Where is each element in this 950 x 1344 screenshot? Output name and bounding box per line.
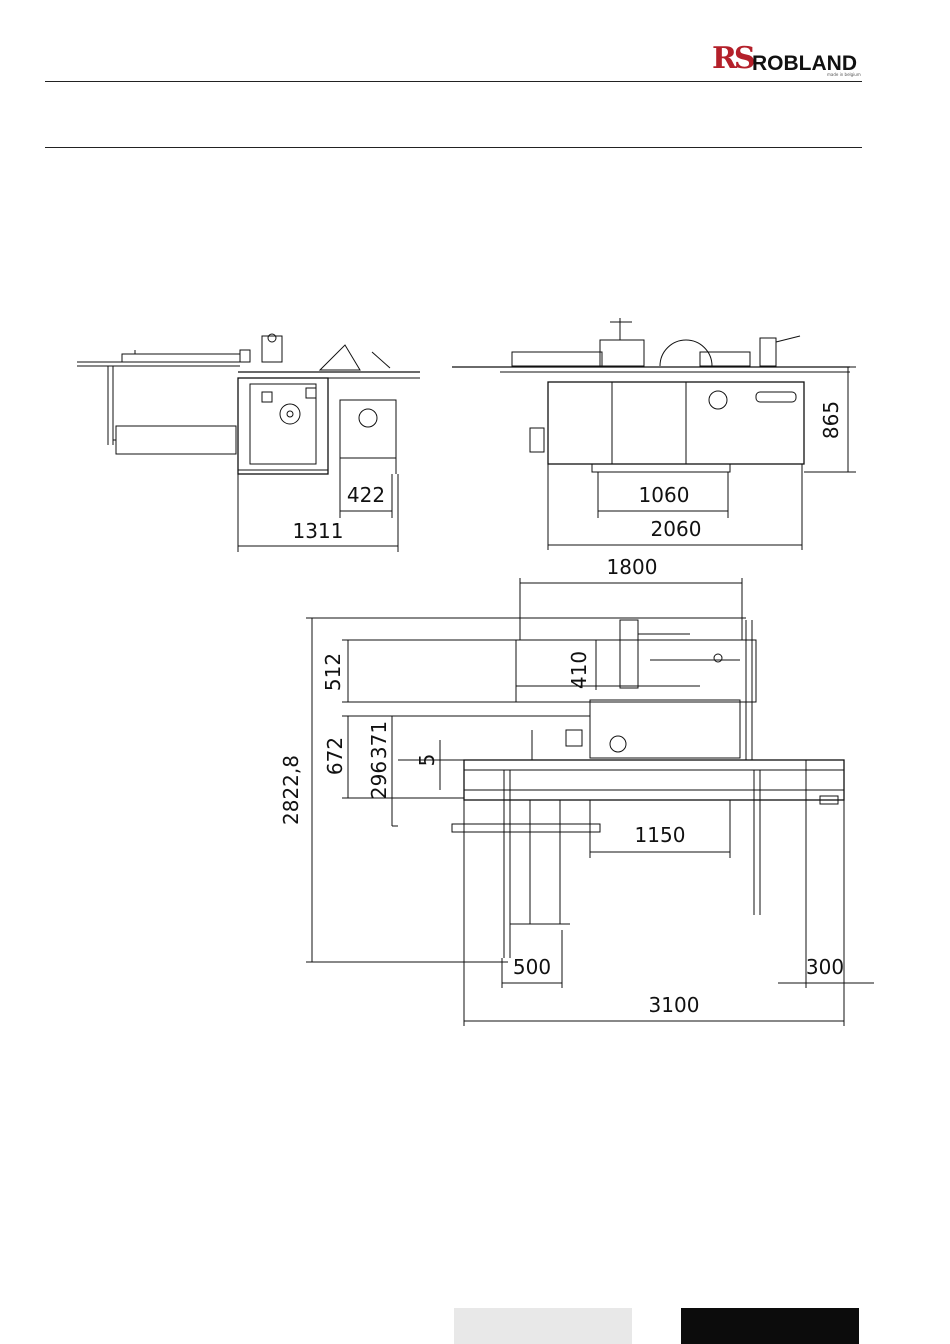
dim-1150: 1150 [635, 823, 686, 847]
footer-dark-block [681, 1308, 859, 1344]
dim-500: 500 [513, 955, 551, 979]
dim-5: 5 [415, 754, 439, 767]
footer-grey-block [454, 1308, 632, 1344]
dim-300: 300 [806, 955, 844, 979]
dim-371: 371 [367, 721, 391, 759]
front-view [452, 318, 856, 550]
dim-410: 410 [567, 651, 591, 689]
dim-512: 512 [321, 653, 345, 691]
dim-672: 672 [323, 737, 347, 775]
dim-422: 422 [347, 483, 385, 507]
dim-1060: 1060 [639, 483, 690, 507]
dim-865: 865 [819, 401, 843, 439]
dim-1311: 1311 [293, 519, 344, 543]
dim-2822-8: 2822,8 [279, 755, 303, 825]
dim-296: 296 [367, 761, 391, 799]
side-view [77, 334, 420, 552]
dim-3100: 3100 [649, 993, 700, 1017]
dim-2060: 2060 [651, 517, 702, 541]
top-view [306, 578, 874, 1026]
dim-1800: 1800 [607, 555, 658, 579]
